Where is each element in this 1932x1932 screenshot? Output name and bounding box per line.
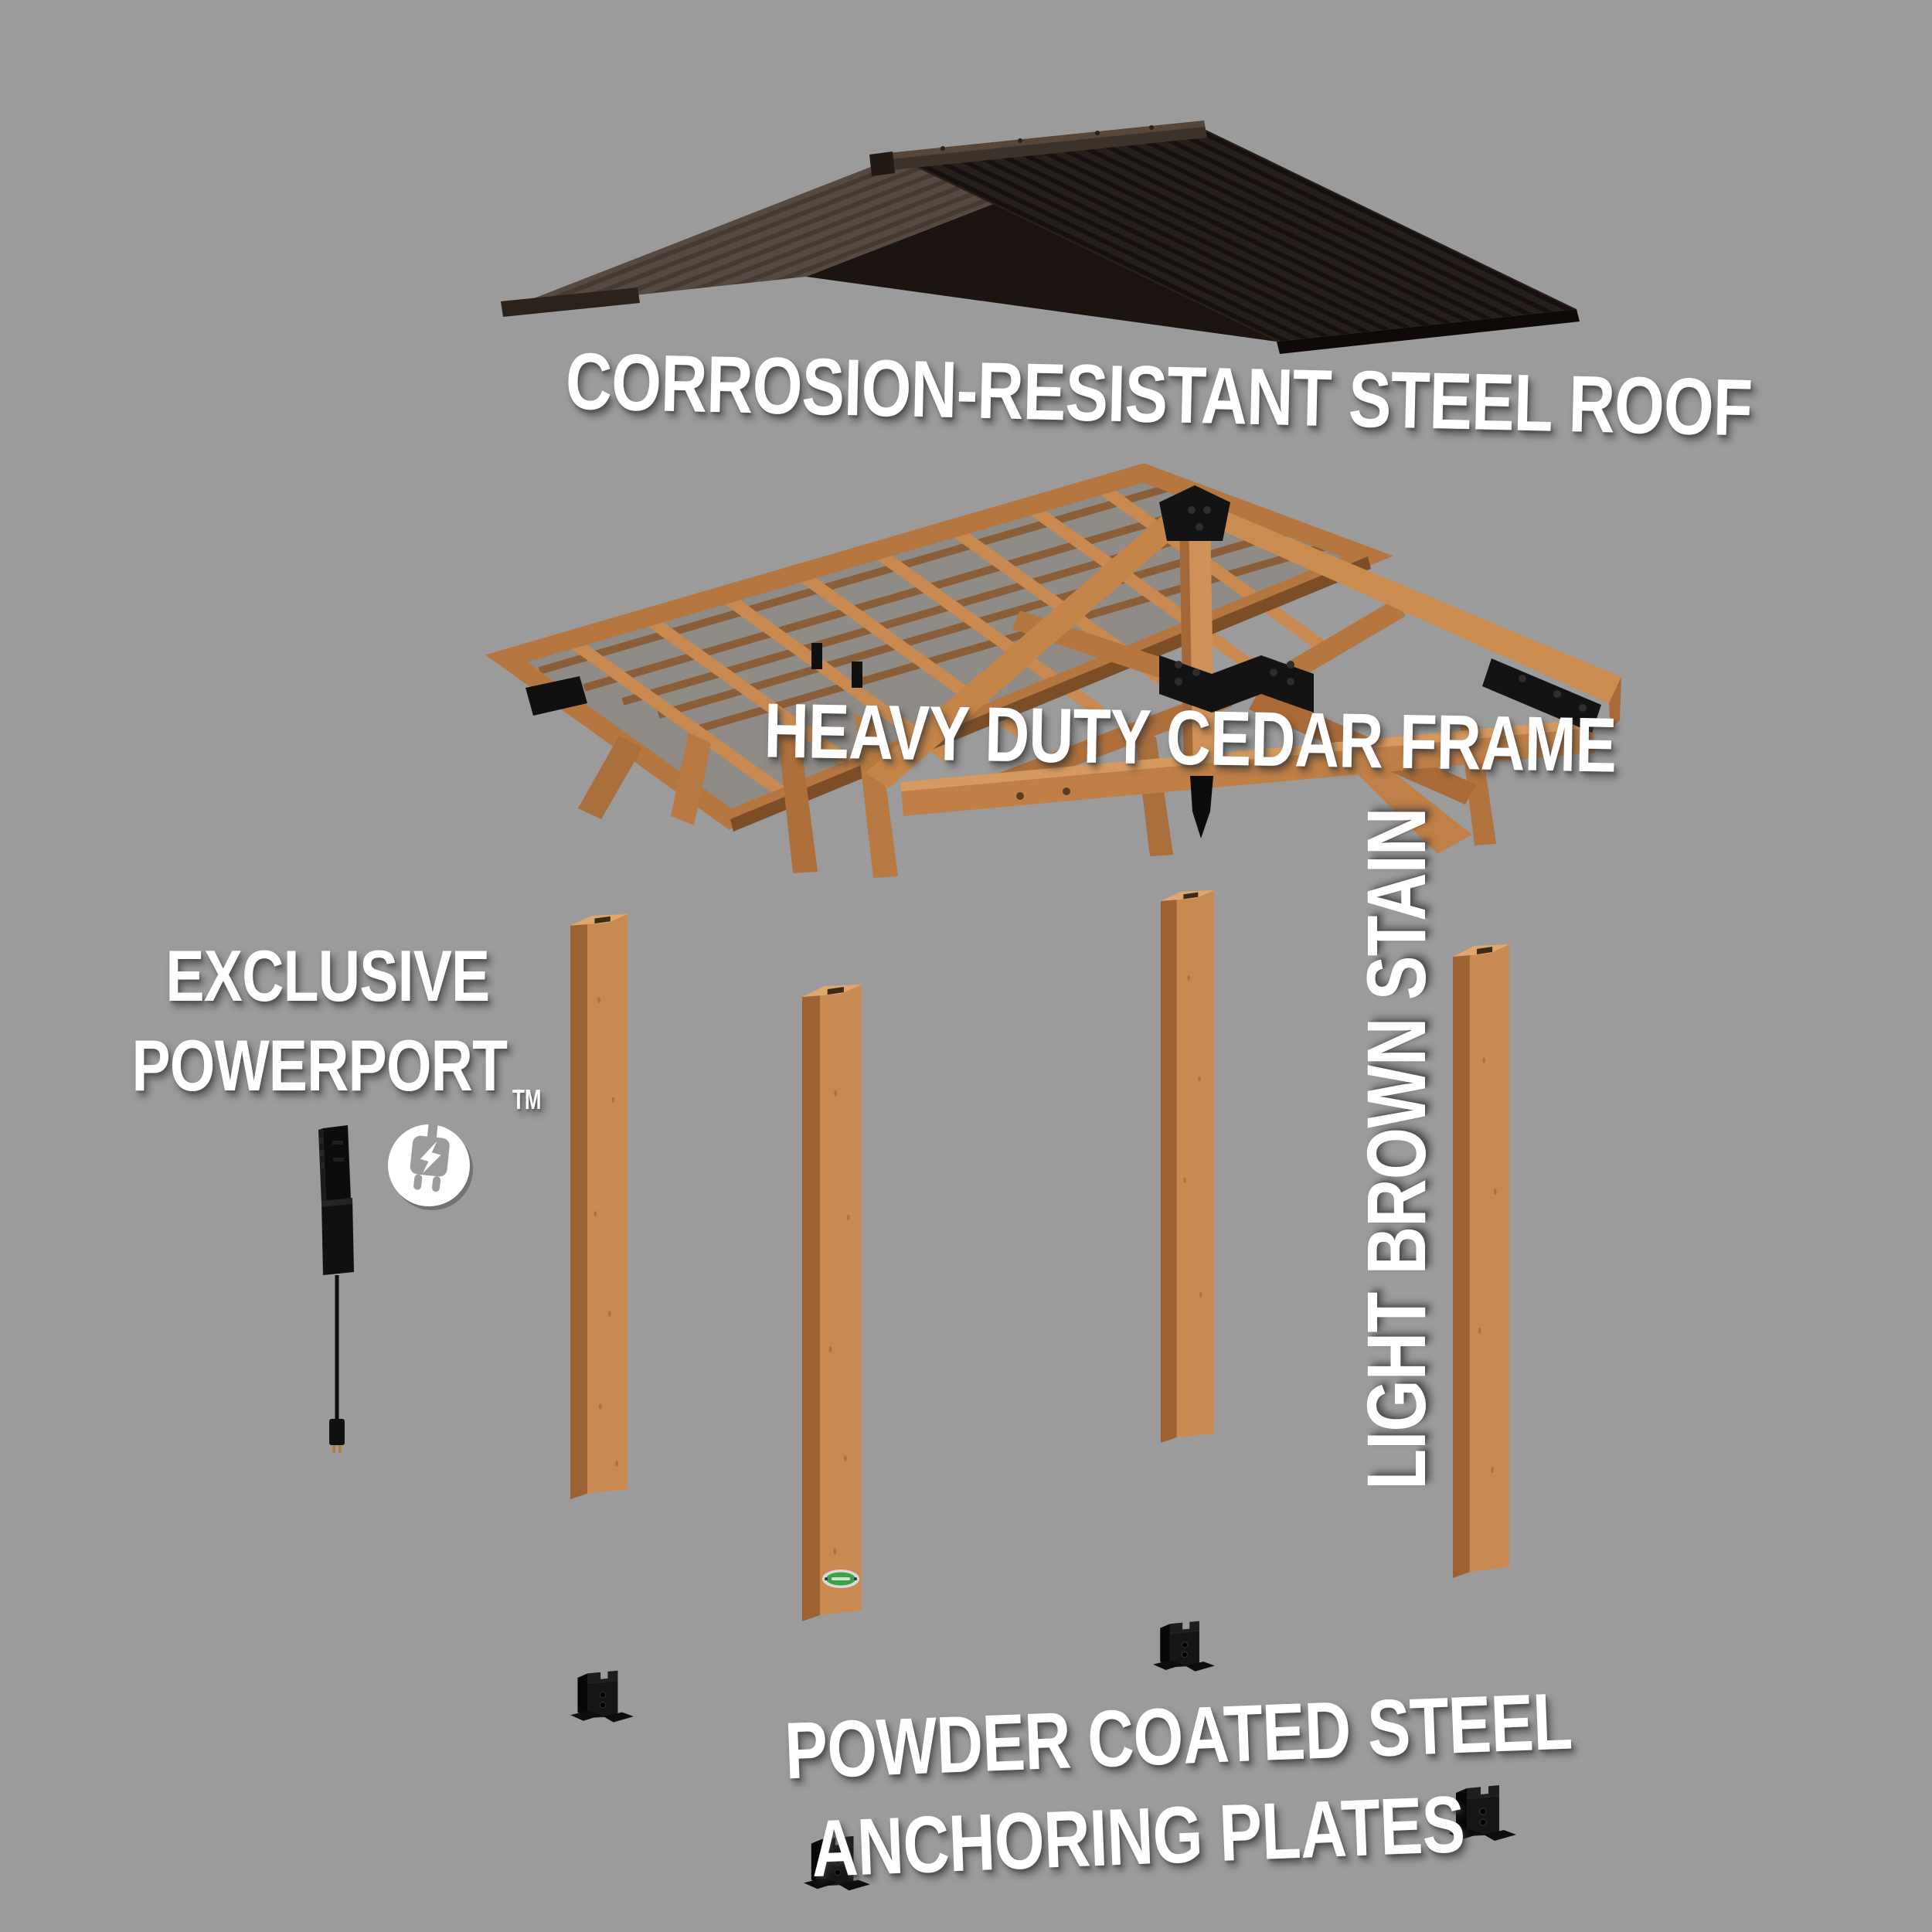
powerport-line1: EXCLUSIVE [165,935,490,1016]
roof-right-slope [896,125,1577,342]
cedar-frame [485,463,1621,878]
roof-ridge-end-cap [869,151,895,176]
wood-post-front-center [802,985,862,1621]
frame-callout-text: HEAVY DUTY CEDAR FRAME [763,687,1617,789]
wood-post-back-right [1161,890,1214,1443]
trademark-symbol: TM [512,1083,542,1115]
stain-callout-text: LIGHT BROWN STAIN [1349,808,1443,1490]
steel-roof [501,121,1580,354]
anchor-plate [1448,1785,1516,1841]
brand-badge [822,1570,859,1588]
stain-callout: LIGHT BROWN STAIN [1349,808,1443,1575]
wood-post-front-left [570,914,628,1499]
frame-steel-plates [526,485,1601,838]
power-plug-icon [388,1119,473,1210]
anchor-plate [1153,1621,1215,1672]
roof-right-eave-cap [1277,309,1580,354]
anchor-plate [570,1670,634,1723]
wood-post-front-right [1453,944,1509,1578]
anchor-plate [804,1835,870,1891]
frame-gable-truss [866,495,1621,816]
powerport-strip [318,1125,354,1453]
frame-legs [578,714,1496,878]
roof-left-eave-cap [501,287,640,317]
